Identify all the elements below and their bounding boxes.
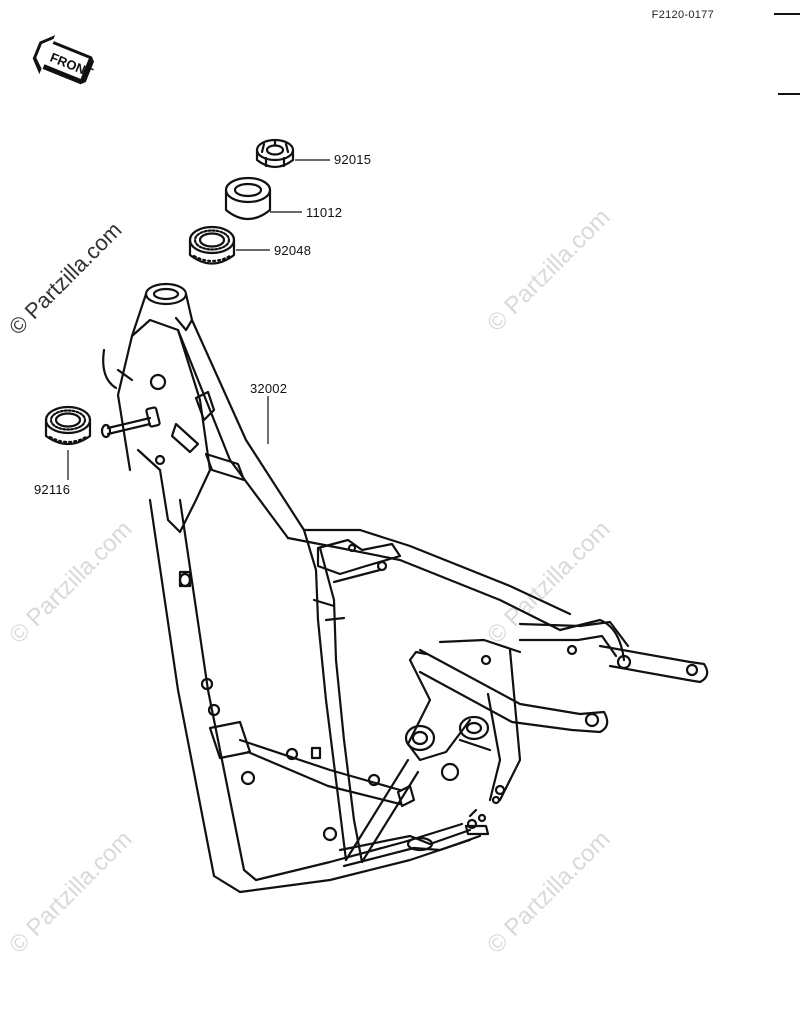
- corner-rule-mid: [778, 93, 800, 95]
- front-arrow-icon: FRONT: [32, 35, 95, 85]
- callout-32002: 32002: [250, 381, 288, 396]
- steering-nut-part: [255, 138, 295, 169]
- lower-bearing-part: [44, 405, 92, 446]
- steering-cap-part: [224, 176, 272, 221]
- figure-code: F2120-0177: [651, 9, 714, 21]
- corner-rule-top: [774, 13, 800, 15]
- callout-92116: 92116: [34, 482, 71, 497]
- callout-11012: 11012: [306, 205, 343, 220]
- callout-92048: 92048: [274, 243, 312, 258]
- callout-92015: 92015: [334, 152, 372, 167]
- upper-bearing-part: [188, 225, 236, 265]
- frame-part: [100, 282, 709, 894]
